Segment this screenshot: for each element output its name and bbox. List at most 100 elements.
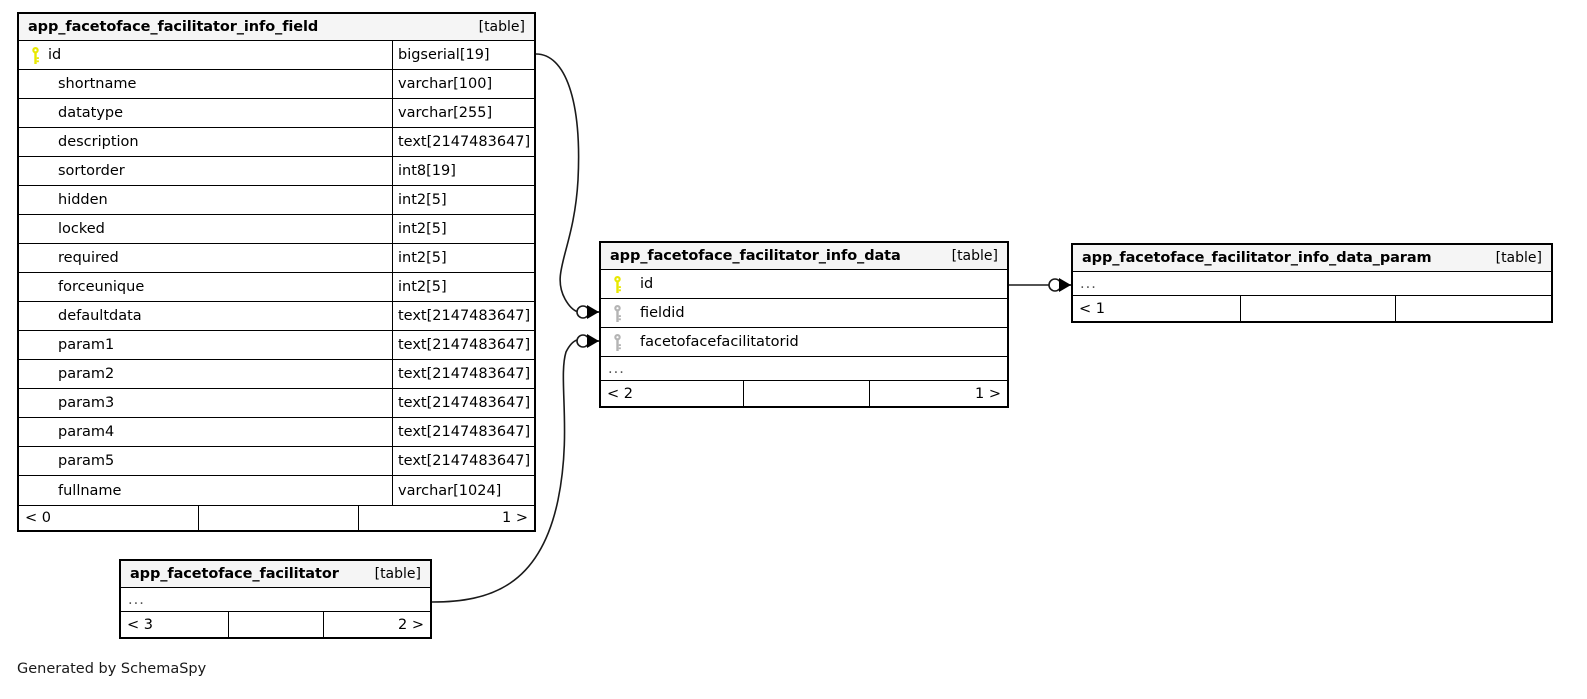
- table-row[interactable]: facetofacefacilitatorid: [601, 328, 1007, 357]
- table-type-tag: [table]: [374, 565, 421, 582]
- column-name: facetofacefacilitatorid: [640, 334, 799, 350]
- column-type: varchar[255]: [392, 99, 534, 127]
- column-type: varchar[100]: [392, 70, 534, 98]
- column-type: text[2147483647]: [392, 447, 534, 475]
- more-columns-ellipsis[interactable]: ...: [601, 357, 1007, 381]
- table-row[interactable]: sortorder int8[19]: [19, 157, 534, 186]
- table-node-app_facetoface_facilitator_info_field[interactable]: app_facetoface_facilitator_info_field [t…: [17, 12, 536, 532]
- table-row[interactable]: description text[2147483647]: [19, 128, 534, 157]
- column-type: text[2147483647]: [392, 302, 534, 330]
- column-name: id: [640, 276, 654, 292]
- column-name-cell: shortname: [19, 70, 392, 98]
- column-type: text[2147483647]: [392, 389, 534, 417]
- table-row[interactable]: hidden int2[5]: [19, 186, 534, 215]
- column-name: defaultdata: [58, 308, 142, 324]
- table-footer: < 3 2 >: [121, 612, 430, 637]
- foreign-key-icon: [608, 304, 626, 322]
- table-node-app_facetoface_facilitator[interactable]: app_facetoface_facilitator [table] ... <…: [119, 559, 432, 639]
- column-type: int2[5]: [392, 215, 534, 243]
- column-name-cell: forceunique: [19, 273, 392, 301]
- column-name: fieldid: [640, 305, 685, 321]
- column-name: param1: [58, 337, 115, 353]
- column-type: int2[5]: [392, 244, 534, 272]
- table-title-bar: app_facetoface_facilitator [table]: [121, 561, 430, 588]
- table-type-tag: [table]: [1495, 249, 1542, 266]
- primary-key-icon: [26, 46, 44, 64]
- table-row[interactable]: fullname varchar[1024]: [19, 476, 534, 505]
- table-name: app_facetoface_facilitator_info_data: [610, 247, 901, 264]
- column-name-cell: id: [19, 41, 392, 69]
- column-name: param3: [58, 395, 115, 411]
- table-name: app_facetoface_facilitator_info_field: [28, 18, 319, 35]
- more-columns-ellipsis[interactable]: ...: [121, 588, 430, 612]
- footer-child-count[interactable]: 2 >: [323, 612, 430, 637]
- column-name: forceunique: [58, 279, 145, 295]
- footer-child-count[interactable]: 1 >: [869, 381, 1007, 406]
- column-name-cell: locked: [19, 215, 392, 243]
- table-row[interactable]: id: [601, 270, 1007, 299]
- column-type: text[2147483647]: [392, 331, 534, 359]
- footer-child-count[interactable]: [1395, 296, 1551, 321]
- table-row[interactable]: param5 text[2147483647]: [19, 447, 534, 476]
- table-row[interactable]: shortname varchar[100]: [19, 70, 534, 99]
- column-name-cell: param2: [19, 360, 392, 388]
- primary-key-icon: [608, 275, 626, 293]
- generated-by-credit: Generated by SchemaSpy: [17, 661, 207, 677]
- table-row[interactable]: param3 text[2147483647]: [19, 389, 534, 418]
- table-footer: < 2 1 >: [601, 381, 1007, 406]
- table-row[interactable]: forceunique int2[5]: [19, 273, 534, 302]
- table-title-bar: app_facetoface_facilitator_info_field [t…: [19, 14, 534, 41]
- table-name: app_facetoface_facilitator_info_data_par…: [1082, 249, 1432, 266]
- column-name-cell: facetofacefacilitatorid: [601, 328, 1006, 356]
- table-row[interactable]: id bigserial[19]: [19, 41, 534, 70]
- column-name-cell: required: [19, 244, 392, 272]
- footer-parent-count[interactable]: < 3: [127, 616, 153, 633]
- table-type-tag: [table]: [951, 247, 998, 264]
- column-type: int8[19]: [392, 157, 534, 185]
- footer-middle: [198, 506, 358, 530]
- footer-middle: [743, 381, 869, 406]
- footer-middle: [1240, 296, 1395, 321]
- column-name-cell: defaultdata: [19, 302, 392, 330]
- table-row[interactable]: defaultdata text[2147483647]: [19, 302, 534, 331]
- column-name-cell: param3: [19, 389, 392, 417]
- table-row[interactable]: datatype varchar[255]: [19, 99, 534, 128]
- column-type: varchar[1024]: [392, 476, 534, 505]
- column-name: locked: [58, 221, 105, 237]
- table-footer: < 1: [1073, 296, 1551, 321]
- edge-field-id-to-data-fieldid: [535, 53, 599, 319]
- table-row[interactable]: param4 text[2147483647]: [19, 418, 534, 447]
- table-row[interactable]: param2 text[2147483647]: [19, 360, 534, 389]
- footer-child-count[interactable]: 1 >: [358, 506, 534, 530]
- table-row[interactable]: fieldid: [601, 299, 1007, 328]
- edge-data-id-to-data-param: [1009, 278, 1071, 292]
- table-row[interactable]: param1 text[2147483647]: [19, 331, 534, 360]
- column-name: datatype: [58, 105, 124, 121]
- column-name-cell: sortorder: [19, 157, 392, 185]
- footer-parent-count[interactable]: < 0: [25, 510, 51, 526]
- footer-parent-count[interactable]: < 1: [1079, 300, 1105, 317]
- table-row[interactable]: required int2[5]: [19, 244, 534, 273]
- table-type-tag: [table]: [478, 18, 525, 35]
- more-columns-ellipsis[interactable]: ...: [1073, 272, 1551, 296]
- table-node-app_facetoface_facilitator_info_data[interactable]: app_facetoface_facilitator_info_data [ta…: [599, 241, 1009, 408]
- column-name-cell: datatype: [19, 99, 392, 127]
- column-type: text[2147483647]: [392, 418, 534, 446]
- table-name: app_facetoface_facilitator: [130, 565, 339, 582]
- table-node-app_facetoface_facilitator_info_data_param[interactable]: app_facetoface_facilitator_info_data_par…: [1071, 243, 1553, 323]
- column-name: description: [58, 134, 139, 150]
- column-name: id: [48, 47, 62, 63]
- column-name-cell: fullname: [19, 476, 392, 505]
- column-name-cell: description: [19, 128, 392, 156]
- column-name: hidden: [58, 192, 108, 208]
- column-name-cell: param1: [19, 331, 392, 359]
- table-row[interactable]: locked int2[5]: [19, 215, 534, 244]
- column-name: sortorder: [58, 163, 125, 179]
- column-type: text[2147483647]: [392, 360, 534, 388]
- column-type: text[2147483647]: [392, 128, 534, 156]
- table-footer: < 0 1 >: [19, 505, 534, 530]
- column-name: fullname: [58, 482, 122, 499]
- column-type: bigserial[19]: [392, 41, 534, 69]
- table-title-bar: app_facetoface_facilitator_info_data [ta…: [601, 243, 1007, 270]
- footer-parent-count[interactable]: < 2: [607, 385, 633, 402]
